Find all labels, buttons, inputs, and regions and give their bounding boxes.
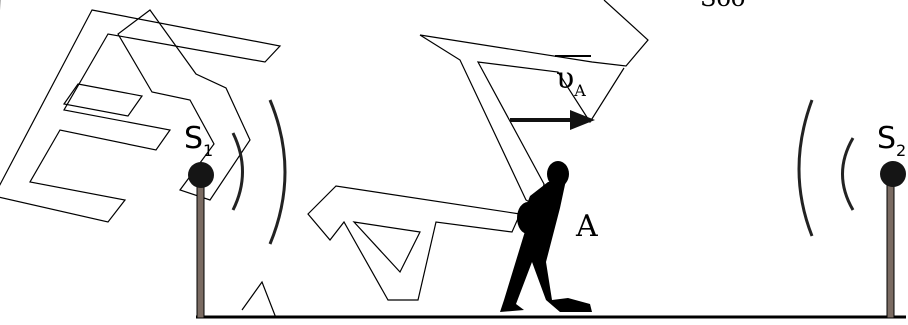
velocity-subscript: A xyxy=(574,81,586,100)
velocity-vector-bar xyxy=(555,55,591,57)
source1-wave-inner xyxy=(231,132,244,211)
source2-wave-inner xyxy=(841,137,855,211)
velocity-arrow xyxy=(510,110,595,130)
source2-letter: S xyxy=(877,121,897,156)
source2-wave-outer xyxy=(797,99,814,237)
source1-label: S1 xyxy=(184,121,213,159)
watermark-letter-a xyxy=(307,0,649,301)
source2-subscript: 2 xyxy=(896,141,907,160)
watermark xyxy=(0,0,649,319)
watermark-letter-small xyxy=(241,280,277,319)
source1-letter: S xyxy=(184,121,204,156)
source1-subscript: 1 xyxy=(203,141,214,160)
top-text-fragment: Soo xyxy=(700,0,745,10)
person-label: A xyxy=(576,212,598,242)
person-silhouette xyxy=(500,161,592,312)
source1-wave-outer xyxy=(268,99,287,245)
velocity-label: υA xyxy=(556,61,586,99)
source1-pole xyxy=(196,175,205,319)
top-text: Soo xyxy=(700,0,745,12)
person-letter: A xyxy=(576,209,598,244)
watermark-letter-e xyxy=(0,0,282,223)
source1-ball xyxy=(188,162,214,188)
velocity-symbol: υ xyxy=(556,61,575,96)
source2-ball xyxy=(880,161,906,187)
source2-pole xyxy=(886,175,895,319)
source2-label: S2 xyxy=(877,121,906,159)
watermark-letter-l xyxy=(117,9,251,201)
